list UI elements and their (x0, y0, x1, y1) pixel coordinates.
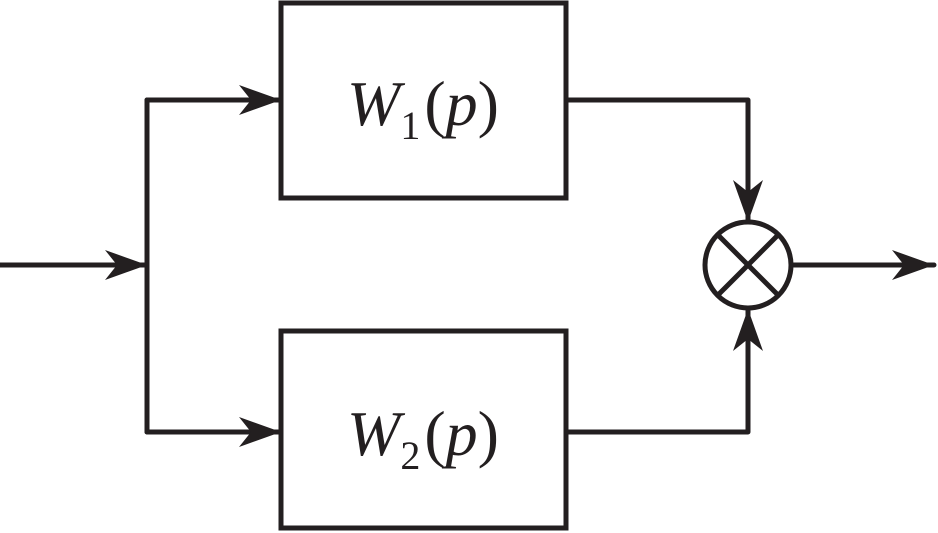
junction-top-arrowhead-icon (733, 180, 763, 222)
block-2: W2(p) (278, 328, 569, 531)
block-1: W1(p) (278, 0, 569, 201)
input-arrowhead-icon (105, 250, 147, 280)
block-1-open-paren: ( (424, 68, 445, 139)
block-1-output-line (563, 97, 751, 225)
block-1-close-paren: ) (478, 68, 499, 139)
multiplier-cross-line-b (715, 232, 781, 298)
block-1-input-arrowhead-icon (239, 85, 281, 115)
cross-circle-icon (702, 219, 794, 311)
block-2-symbol: W (347, 398, 406, 469)
block-2-input-arrowhead-icon (239, 417, 281, 447)
output-arrowhead-icon (892, 250, 934, 280)
block-1-subscript: 1 (400, 103, 420, 148)
junction-bottom-arrowhead-icon (733, 309, 763, 351)
block-1-box (278, 0, 569, 201)
block-2-label: W2(p) (347, 398, 499, 478)
block-2-box (278, 328, 569, 531)
block-2-close-paren: ) (478, 398, 499, 469)
block-1-argument: p (442, 68, 478, 139)
block-1-symbol: W (347, 68, 406, 139)
block-2-open-paren: ( (424, 398, 445, 469)
block-1-label: W1(p) (347, 68, 499, 148)
block-2-output-line (563, 306, 751, 435)
block-2-argument: p (442, 398, 478, 469)
block-2-subscript: 2 (400, 433, 420, 478)
